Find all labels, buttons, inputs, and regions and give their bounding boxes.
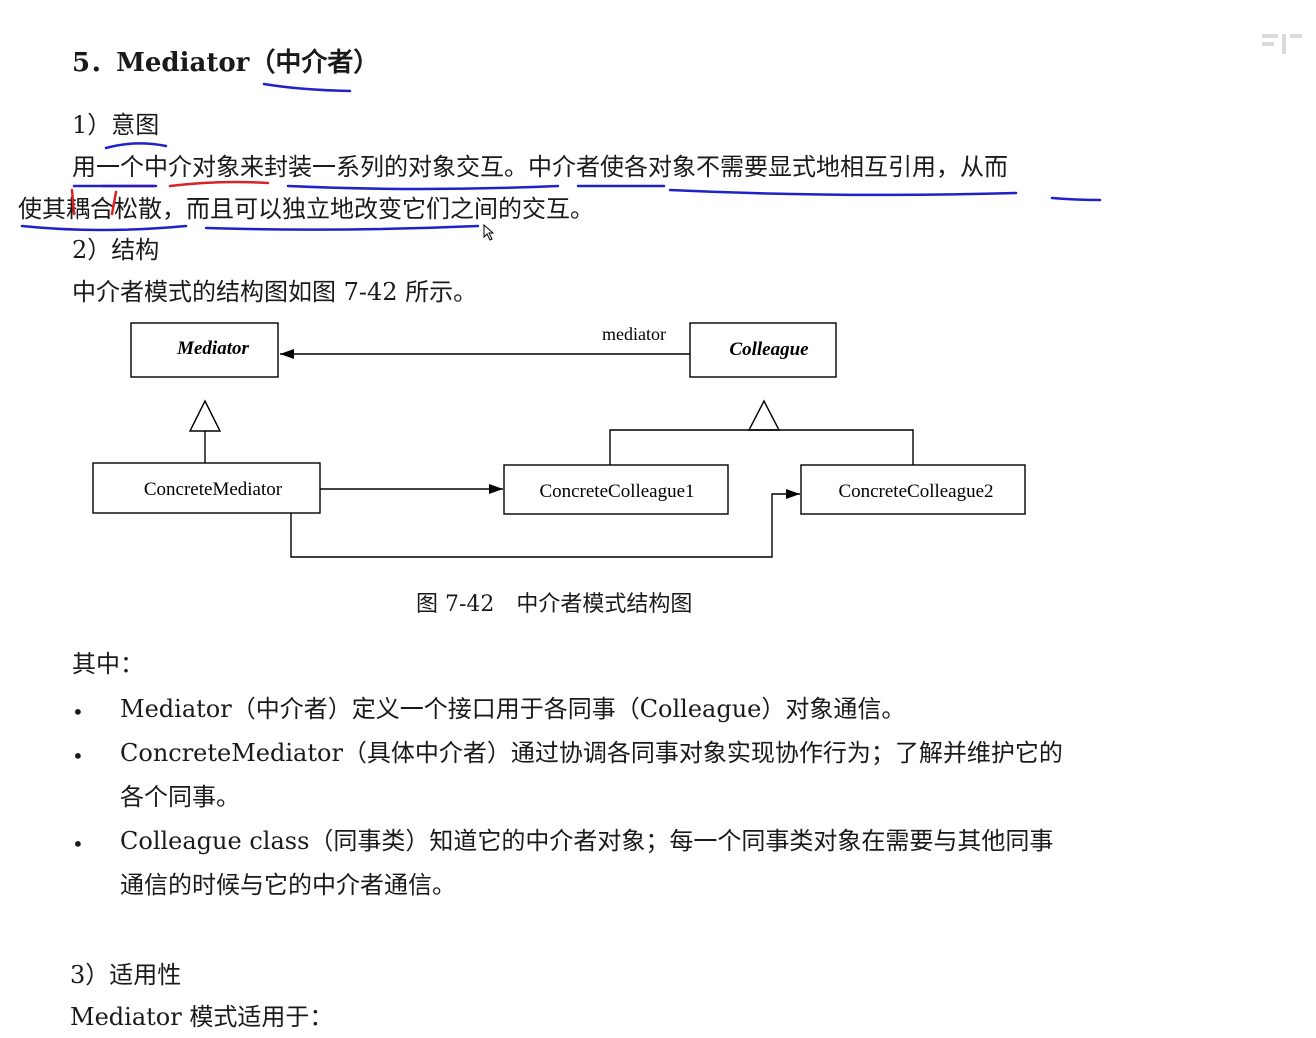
participant-colleague-line-2: 通信的时候与它的中介者通信。: [120, 871, 456, 899]
participant-colleague-line-1: Colleague class（同事类）知道它的中介者对象；每一个同事类对象在需…: [120, 827, 1054, 855]
intent-line-1: 用一个中介对象来封装一系列的对象交互。中介者使各对象不需要显式地相互引用，从而: [72, 153, 1008, 181]
annotation-mark-red: [70, 188, 118, 216]
colleague-inherit-branch: [609, 429, 914, 465]
annotation-layer: [20, 82, 1102, 241]
annotation-underline-thus: [1050, 196, 1102, 202]
annotation-underline-mediator: [576, 184, 1018, 197]
structure-diagram: Mediator Colleague mediator ConcreteMedi…: [92, 322, 1026, 558]
applicability-intro: Mediator 模式适用于：: [70, 1003, 334, 1031]
participants-heading: 其中：: [72, 650, 144, 678]
window-corner-icon: [1262, 34, 1302, 54]
participant-mediator: Mediator（中介者）定义一个接口用于各同事（Colleague）对象通信。: [120, 695, 906, 723]
association-label: mediator: [602, 324, 666, 344]
bullet-icon: •: [72, 700, 84, 724]
annotation-underline-encapsulate: [72, 184, 560, 191]
section-title: 5．Mediator（中介者）: [72, 48, 380, 78]
mediator-box: [130, 322, 279, 378]
structure-heading: 2）结构: [72, 236, 160, 264]
intent-heading: 1）意图: [72, 111, 160, 139]
mediator-inherit-triangle: [188, 399, 222, 432]
concrete-colleague2-label: ConcreteColleague2: [838, 481, 993, 502]
structure-intro: 中介者模式的结构图如图 7-42 所示。: [72, 278, 478, 306]
concrete-colleague2-box: [800, 464, 1026, 515]
mediator-label: Mediator: [176, 338, 249, 359]
colleague-label: Colleague: [729, 339, 809, 360]
cursor-icon: [483, 223, 495, 241]
participant-concrete-mediator-line-2: 各个同事。: [120, 783, 240, 811]
applicability-heading: 3）适用性: [70, 961, 182, 989]
concrete-mediator-label: ConcreteMediator: [144, 479, 283, 500]
concrete-mediator-box: [92, 462, 321, 514]
participant-concrete-mediator-line-1: ConcreteMediator（具体中介者）通过协调各同事对象实现协作行为；了…: [120, 739, 1063, 767]
annotation-underline-change: [204, 224, 480, 231]
bullet-icon: •: [72, 832, 84, 856]
bullet-icon: •: [72, 744, 84, 768]
annotation-underline-intent: [104, 142, 168, 150]
mediator-to-colleague2-line: [290, 489, 800, 558]
annotation-underline-title: [262, 82, 352, 93]
concrete-colleague1-label: ConcreteColleague1: [539, 481, 694, 502]
figure-caption: 图 7-42 中介者模式结构图: [416, 592, 693, 617]
concrete-colleague1-box: [503, 464, 729, 515]
colleague-box: [689, 322, 837, 378]
annotation-underline-loose: [20, 224, 188, 232]
colleague-inherit-triangle: [747, 399, 781, 431]
